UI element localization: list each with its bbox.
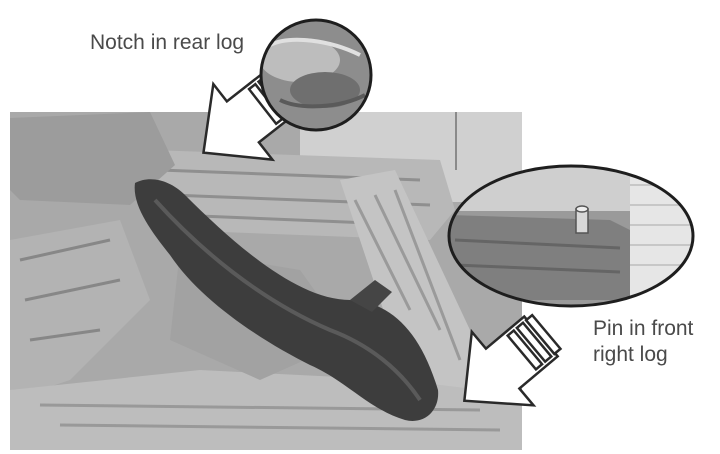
pin-callout-label: Pin in front right log [593, 316, 693, 368]
log-photo [10, 112, 522, 450]
pin-callout-line-2: right log [593, 342, 693, 368]
pin-zoom-inset [449, 166, 693, 306]
notch-callout-label: Notch in rear log [90, 30, 244, 56]
pin-callout-line-1: Pin in front [593, 316, 693, 342]
